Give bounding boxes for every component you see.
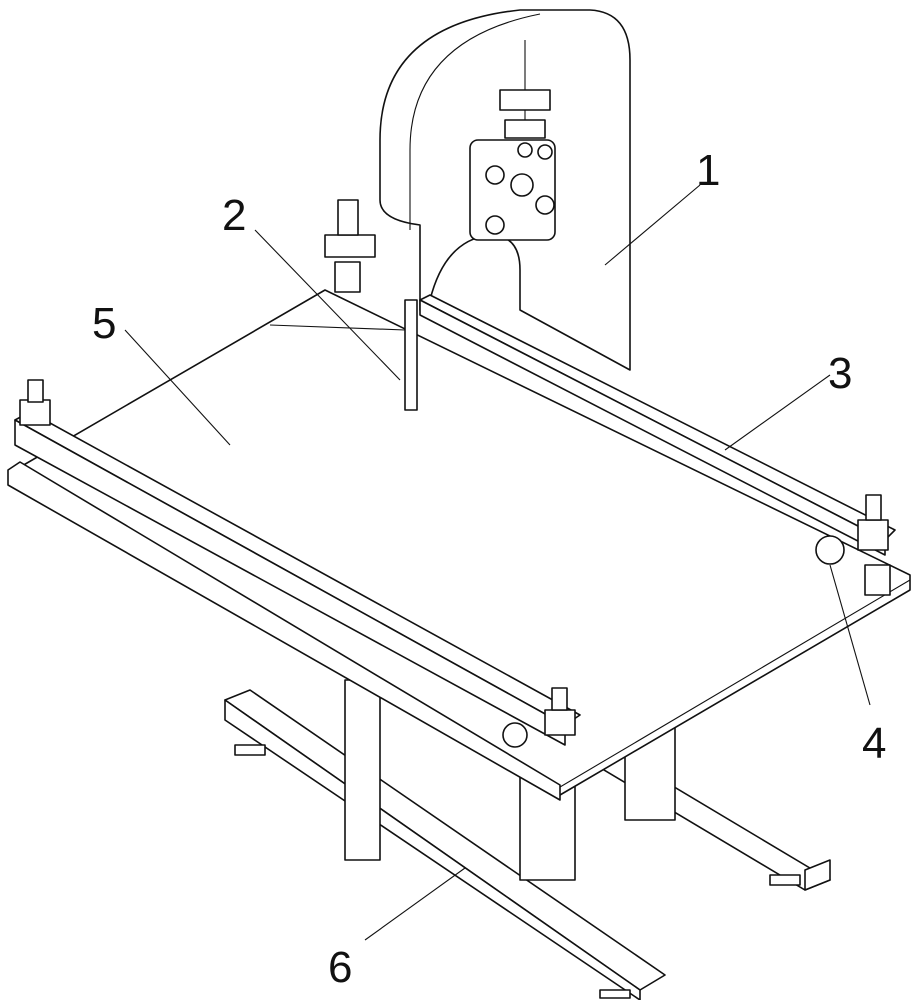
label-1: 1 <box>696 146 720 195</box>
label-6: 6 <box>328 943 352 992</box>
label-2: 2 <box>222 191 246 240</box>
label-3: 3 <box>828 349 852 398</box>
worktable <box>8 290 910 800</box>
label-5: 5 <box>92 299 116 348</box>
label-4: 4 <box>862 719 886 768</box>
